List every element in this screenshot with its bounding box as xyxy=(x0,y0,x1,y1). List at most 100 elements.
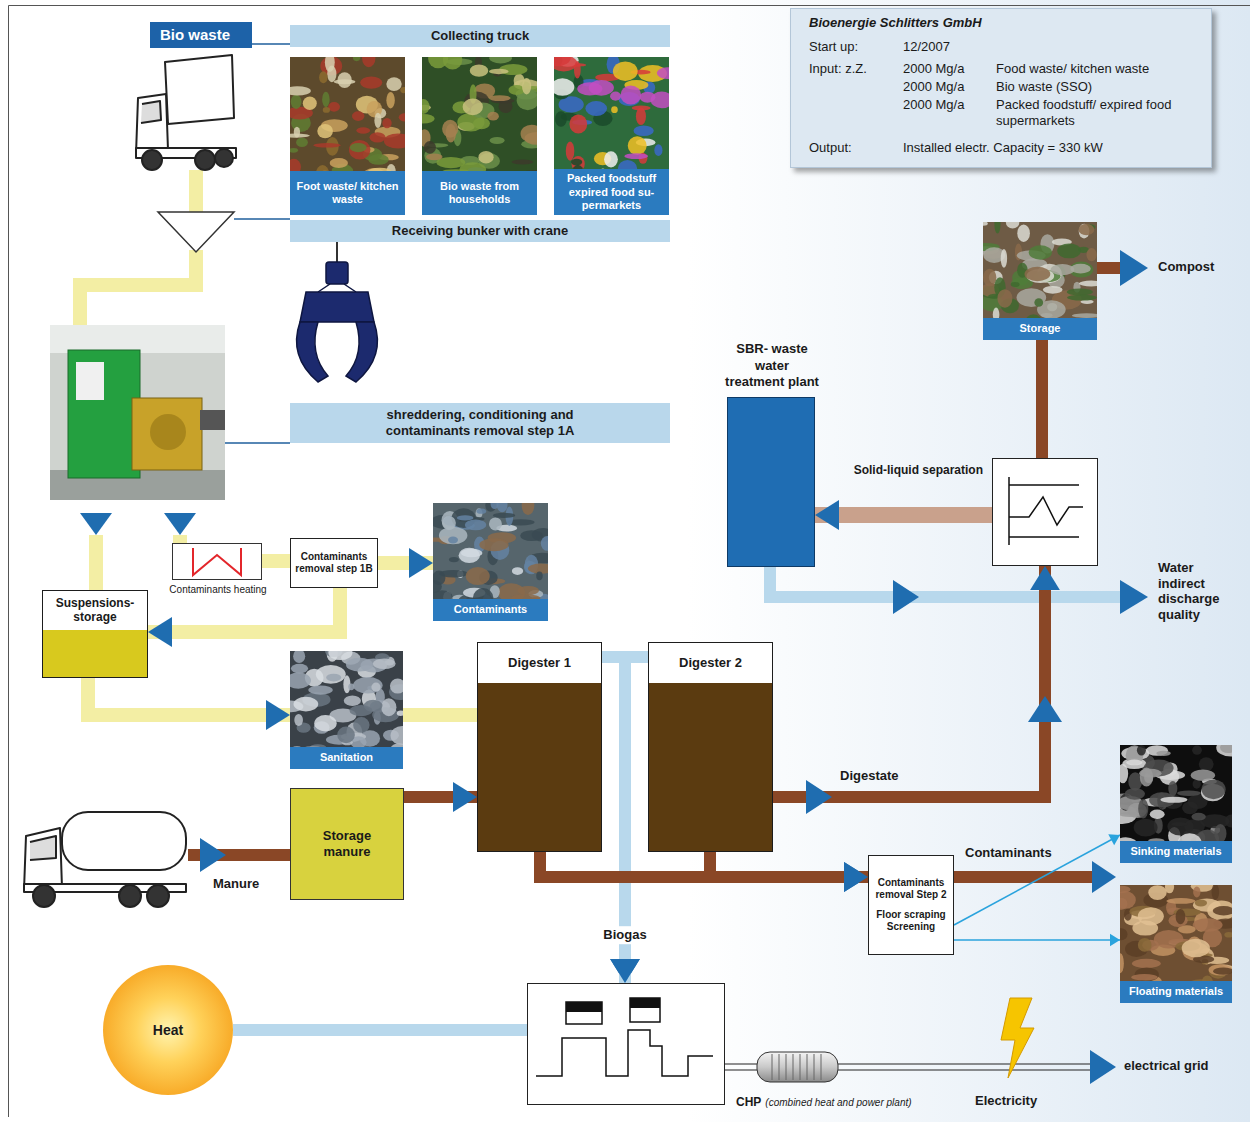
photo-image xyxy=(1132,959,1161,968)
flow-connector xyxy=(954,934,1120,946)
photo-image xyxy=(1131,974,1157,980)
photo-image xyxy=(1140,767,1153,786)
output-photo: Storage xyxy=(983,222,1097,340)
photo-image xyxy=(1176,909,1186,924)
photo-image xyxy=(294,714,303,726)
photo-image xyxy=(479,538,508,551)
input-photo: Packed foodstuff expired food su- permar… xyxy=(554,57,669,215)
photo-image xyxy=(463,99,483,116)
photo-caption: Storage xyxy=(983,318,1097,340)
box-text: Floor scraping Screening xyxy=(873,909,949,933)
photo-image xyxy=(1120,928,1128,940)
dump-truck-drawing xyxy=(142,150,162,170)
photo-caption: Contaminants xyxy=(433,599,548,621)
photo-image xyxy=(1214,824,1226,843)
chp-label: (combined heat and power plant) xyxy=(765,1097,911,1108)
source-tag: Bio waste xyxy=(150,22,252,48)
flow-connector xyxy=(148,588,340,647)
photo-image xyxy=(1171,822,1188,826)
photo-image xyxy=(1125,788,1145,800)
arrow-head xyxy=(266,700,290,730)
shredder-photo xyxy=(200,410,225,430)
photo-image xyxy=(1029,245,1052,259)
photo-image xyxy=(442,516,456,530)
flow-connector xyxy=(1042,340,1043,458)
photo-image xyxy=(327,66,336,83)
photo-image xyxy=(1213,967,1232,974)
generator-drawing xyxy=(757,1052,838,1082)
heater-caption: Contaminants heating xyxy=(143,584,293,596)
output-photo: Sinking materials xyxy=(1120,745,1232,863)
flow-line xyxy=(403,708,477,722)
info-text: Bioenergie Schlitters GmbH xyxy=(809,15,1199,31)
photo-image xyxy=(326,674,341,682)
photo-caption: Foot waste/ kitchen waste xyxy=(290,171,405,215)
engine-symbol xyxy=(630,998,660,1022)
photo-image xyxy=(525,132,537,145)
info-text: Bio waste (SSO) xyxy=(996,79,1201,95)
storage-tank: Suspensions-storage xyxy=(42,590,148,678)
arrow-head xyxy=(1030,566,1060,590)
dump-truck-drawing xyxy=(136,55,236,170)
engine-symbol xyxy=(566,1002,602,1012)
process-box: Contaminants removal step 1B xyxy=(290,538,378,588)
photo-image xyxy=(382,118,391,128)
info-text: Start up: xyxy=(809,39,899,55)
flow-connector xyxy=(233,1030,527,1031)
photo-image xyxy=(1192,746,1202,755)
photo-image xyxy=(314,715,336,731)
photo-image xyxy=(356,127,370,133)
photo-image xyxy=(997,289,1012,308)
flow-label: Water indirect discharge quality xyxy=(1158,560,1240,622)
photo-image xyxy=(433,503,548,621)
dump-truck-drawing xyxy=(195,150,215,170)
receiving-funnel xyxy=(158,212,234,252)
photo-image xyxy=(291,95,302,109)
photo-image xyxy=(1126,760,1142,766)
engine-symbol xyxy=(528,984,723,1103)
crane-grab xyxy=(318,284,356,292)
shredder-photo xyxy=(132,398,202,470)
photo-image xyxy=(589,80,614,96)
flow-line xyxy=(773,566,1045,797)
photo-image xyxy=(466,567,490,585)
photo-image xyxy=(349,140,370,160)
flow-line xyxy=(954,939,1120,941)
photo-image xyxy=(1195,899,1207,906)
photo-image xyxy=(613,61,638,81)
crane-grab xyxy=(326,262,348,284)
photo-image xyxy=(330,158,348,168)
flow-line xyxy=(1036,340,1048,458)
photo-image xyxy=(541,536,548,551)
photo-image xyxy=(1156,751,1171,756)
flow-arrow xyxy=(1090,1050,1116,1084)
shredder-photo xyxy=(68,350,140,478)
photo-label: Foot waste/ kitchen waste xyxy=(294,180,401,206)
photo-image xyxy=(457,515,474,520)
photo-image xyxy=(1191,769,1215,780)
photo-image xyxy=(422,114,435,124)
heat-label: Heat xyxy=(153,1022,183,1038)
photo-image xyxy=(290,148,298,153)
photo-image xyxy=(1191,813,1205,821)
photo-image xyxy=(391,726,403,745)
photo-image xyxy=(433,571,445,586)
flow-arrow xyxy=(806,780,832,814)
photo-image xyxy=(371,683,380,692)
photo-image xyxy=(334,79,356,84)
photo-image xyxy=(634,126,654,136)
photo-image xyxy=(1011,282,1020,287)
photo-image xyxy=(373,658,396,669)
flow-connector xyxy=(540,852,868,892)
photo-image xyxy=(313,143,340,147)
photo-image xyxy=(1202,779,1226,799)
separator-box: Solid-liquid separation xyxy=(992,458,1098,566)
tank-head: Suspensions-storage xyxy=(43,591,147,630)
arrow-head xyxy=(844,862,868,892)
page-frame xyxy=(9,6,1250,1118)
tank-contents xyxy=(43,630,147,677)
arrow-head xyxy=(815,500,839,530)
photo-image xyxy=(368,154,388,165)
